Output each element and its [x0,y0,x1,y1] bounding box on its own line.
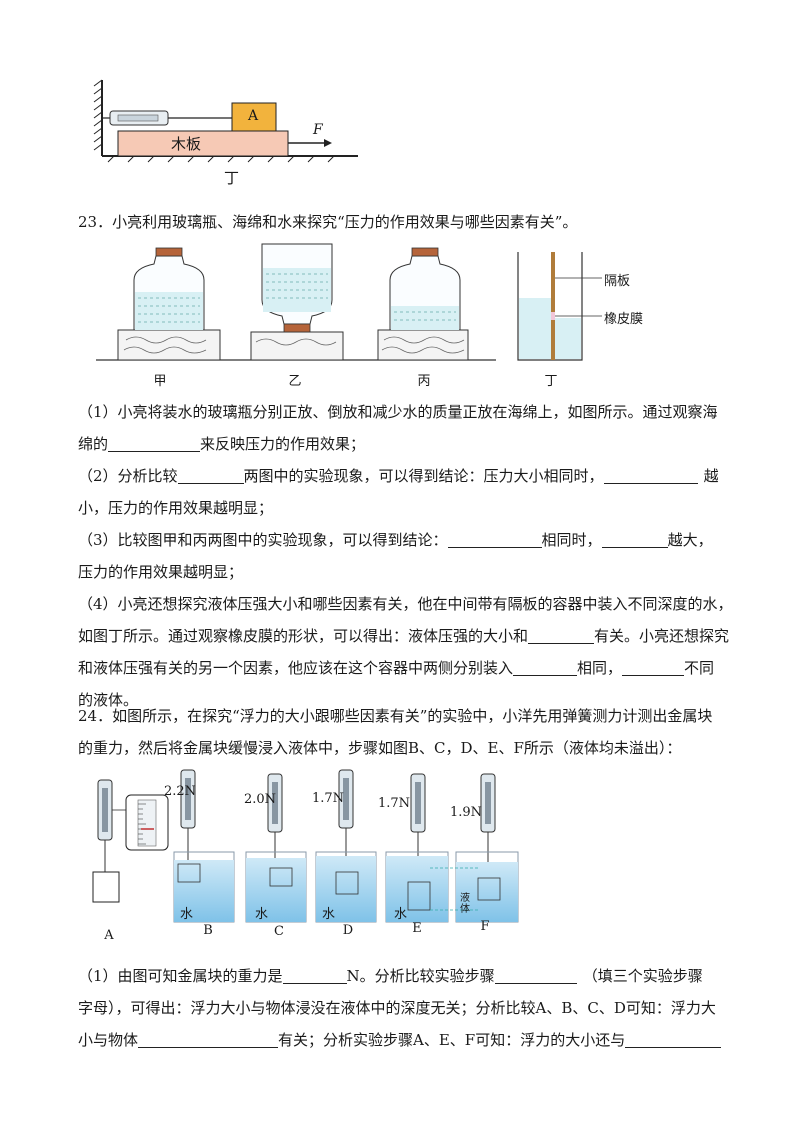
liquid-label-f: 液 体 [460,893,470,915]
caption-a: A [104,928,114,943]
blank-8[interactable] [622,657,685,676]
q24-p1-line2: 字母），可得出：浮力大小与物体浸没在液体中的深度无关；分析比较A、B、C、D可知… [78,999,716,1017]
blank-1[interactable] [108,433,201,452]
caption-bing: 丙 [417,374,431,389]
q23-p1-line2: 绵的来反映压力的作用效果； [78,433,366,453]
q23-figure [96,243,602,361]
reading-f: 1.9N [450,805,483,820]
water-label-c: 水 [255,907,269,922]
q23-p4-line4: 的液体。 [78,691,139,709]
blank-5[interactable] [601,529,668,548]
blank-7[interactable] [513,657,578,676]
board-label: 木板 [171,135,202,153]
blank-10[interactable] [494,965,577,984]
membrane-label: 橡皮膜 [604,312,644,327]
reading-c: 2.0N [244,792,277,807]
caption-d: D [342,923,354,938]
q23-p4-line1: （4）小亮还想探究液体压强大小和哪些因素有关，他在中间带有隔板的容器中装入不同深… [78,595,733,613]
q23-p2-line1: （2）分析比较两图中的实验现象，可以得到结论：压力大小相同时，越 [78,465,719,485]
water-label-b: 水 [180,907,194,922]
blank-6[interactable] [528,625,595,644]
q23-p4-line3: 和液体压强有关的另一个因素，他应该在这个容器中两侧分别装入相同，不同 [78,657,715,677]
caption-b: B [203,923,213,938]
friction-figure [93,79,358,163]
q23-p4-line2: 如图丁所示。通过观察橡皮膜的形状，可以得出：液体压强的大小和有关。小亮还想探究 [78,625,730,645]
blank-9[interactable] [282,965,347,984]
block-a-label: A [248,108,259,124]
caption-f: F [480,919,490,934]
water-label-d: 水 [322,907,336,922]
caption-e: E [412,921,422,936]
blank-11[interactable] [138,1029,279,1048]
reading-d: 1.7N [312,791,345,806]
figure-caption: 丁 [224,169,240,187]
force-label: F [313,122,323,138]
caption-ding: 丁 [544,374,558,389]
reading-e: 1.7N [378,796,411,811]
q24-stem: 24．如图所示，在探究“浮力的大小跟哪些因素有关”的实验中，小洋先用弹簧测力计测… [78,707,713,757]
q23-body: （1）小亮将装水的玻璃瓶分别正放、倒放和减少水的质量正放在海绵上，如图所示。通过… [78,396,733,716]
q24-figure [92,769,519,923]
caption-c: C [274,924,284,939]
q23-p1-line1: （1）小亮将装水的玻璃瓶分别正放、倒放和减少水的质量正放在海绵上，如图所示。通过… [78,403,718,421]
water-label-e: 水 [394,907,408,922]
caption-yi: 乙 [288,374,302,389]
partition-label: 隔板 [604,274,631,289]
caption-jia: 甲 [153,374,167,389]
blank-12[interactable] [625,1029,722,1048]
q23-p3-line1: （3）比较图甲和丙两图中的实验现象，可以得到结论：相同时，越大， [78,529,713,549]
q23-p2-line2: 小，压力的作用效果越明显； [78,499,274,517]
q23-p3-line2: 压力的作用效果越明显； [78,563,244,581]
blank-4[interactable] [447,529,542,548]
q23-stem: 23．小亮利用玻璃瓶、海绵和水来探究“压力的作用效果与哪些因素有关”。 [78,213,578,231]
q24-p1-line3: 小与物体有关；分析实验步骤A、E、F可知：浮力的大小还与 [78,1024,728,1056]
reading-b: 2.2N [164,784,197,799]
blank-3[interactable] [603,465,698,484]
blank-2[interactable] [177,465,244,484]
